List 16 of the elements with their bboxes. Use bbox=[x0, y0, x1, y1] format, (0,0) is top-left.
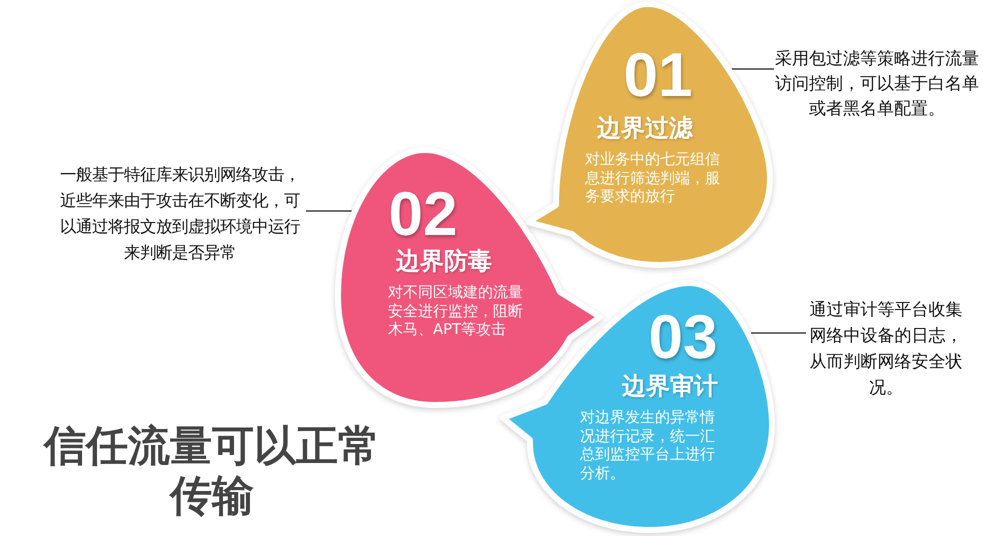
leader-line bbox=[731, 68, 774, 70]
bubble-heading: 边界防毒 bbox=[396, 247, 492, 275]
title: 信任流量可以正常传输 bbox=[42, 421, 381, 521]
step-number: 02 bbox=[388, 184, 458, 246]
bubble-text: 对业务中的七元组信息进行筛选判端，服务要求的放行 bbox=[585, 151, 721, 206]
bubble-text: 对不同区域建的流量安全进行监控，阻断木马、APT等攻击 bbox=[388, 284, 524, 340]
callout-text: 一般基于特征库来识别网络攻击，近些年来由于攻击在不断变化，可以通过将报文放到虚拟环境中运行来判断是否异常 bbox=[54, 162, 306, 266]
bubble-heading: 边界审计 bbox=[622, 372, 718, 400]
bubble-text: 对边界发生的异常情况进行记录，统一汇总到监控平台上进行分析。 bbox=[580, 409, 716, 483]
callout-text: 通过审计等平台收集网络中设备的日志，从而判断网络安全状况。 bbox=[806, 297, 966, 401]
callout-text: 采用包过滤等策略进行流量访问控制，可以基于白名单或者黑名单配置。 bbox=[774, 47, 980, 122]
step-number: 03 bbox=[648, 307, 718, 369]
leader-line bbox=[750, 332, 806, 334]
bubble-heading: 边界过滤 bbox=[597, 114, 693, 142]
leader-line bbox=[306, 210, 352, 212]
step-number: 01 bbox=[624, 45, 692, 107]
